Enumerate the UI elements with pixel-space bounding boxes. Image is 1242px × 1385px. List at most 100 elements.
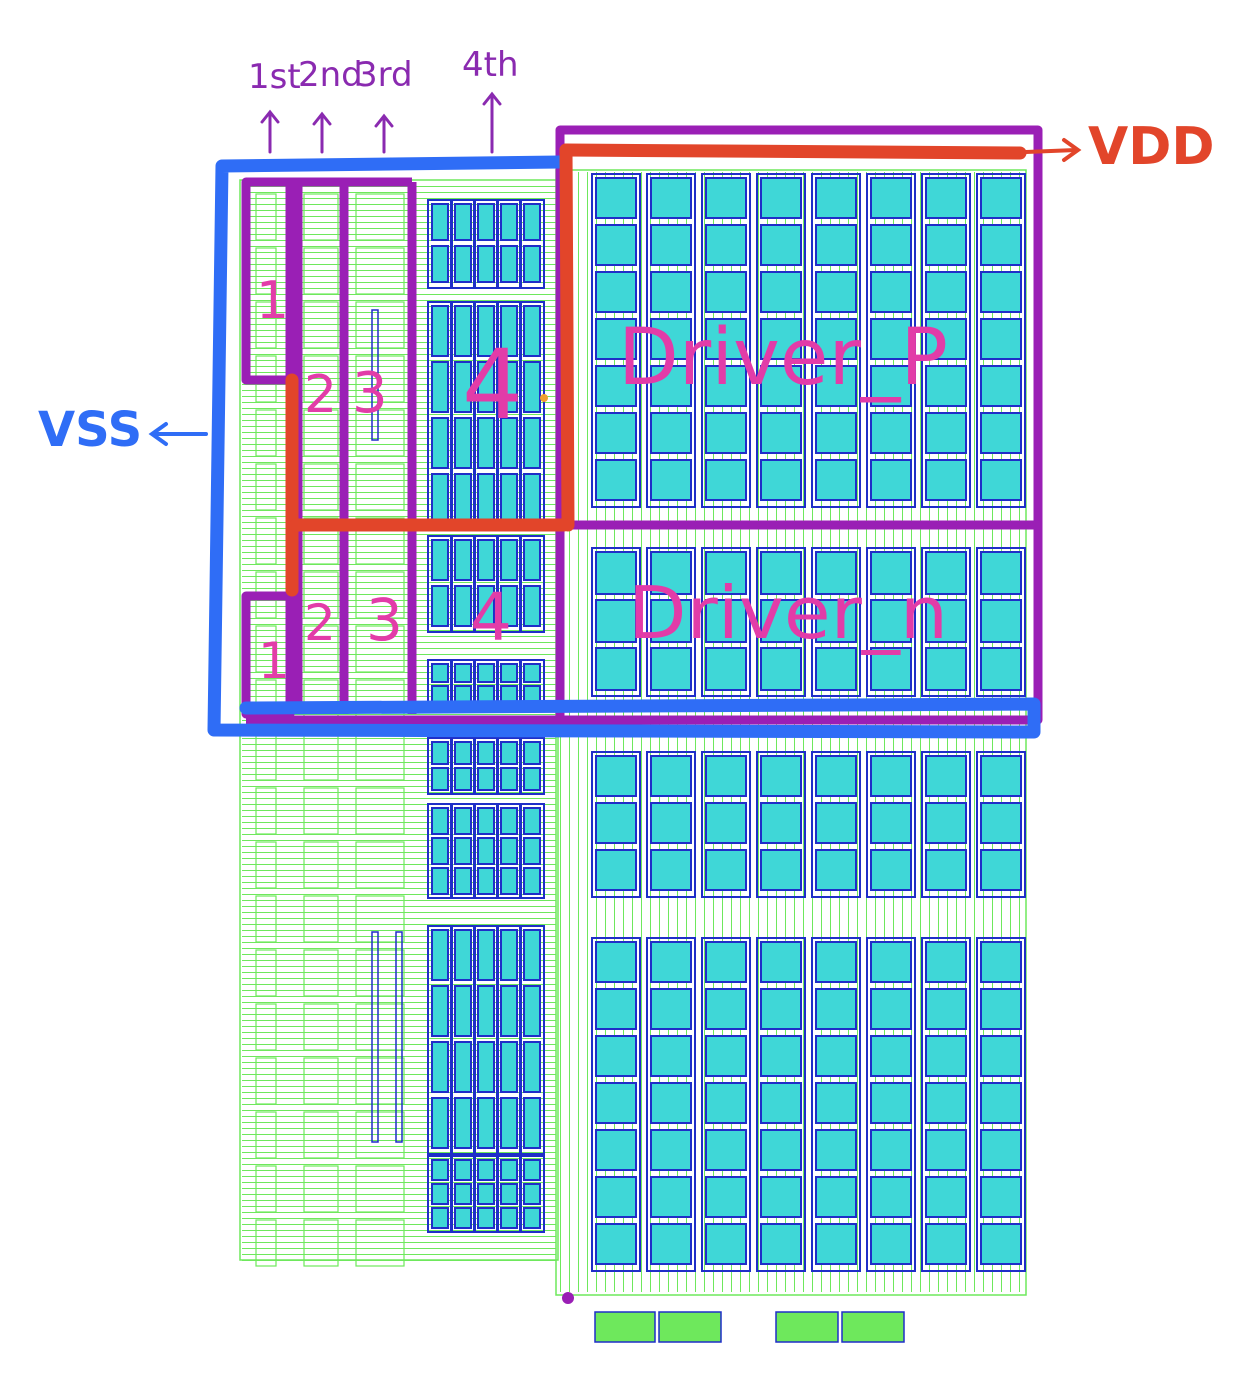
device-column	[519, 199, 545, 289]
device-cell	[595, 1223, 637, 1265]
device-cell	[815, 755, 857, 797]
device-cell	[431, 867, 449, 895]
device-cell	[431, 203, 449, 241]
device-cell	[870, 755, 912, 797]
stage-strip	[255, 841, 277, 889]
metal-line	[242, 288, 556, 289]
stage-strip	[255, 895, 277, 943]
device-cell	[815, 224, 857, 266]
device-cell	[454, 1207, 472, 1229]
metal-line	[242, 534, 556, 535]
metal-line	[242, 918, 556, 919]
metal-line	[242, 1038, 556, 1039]
stage-strip	[303, 1165, 339, 1213]
device-cell	[870, 988, 912, 1030]
device-cell	[925, 988, 967, 1030]
device-cell	[815, 802, 857, 844]
corner-dot	[562, 1292, 574, 1304]
device-cell	[454, 305, 472, 357]
stage-strip	[355, 1165, 405, 1213]
pad	[775, 1311, 839, 1343]
device-column	[646, 547, 696, 697]
device-cell	[523, 203, 541, 241]
device-column	[591, 547, 641, 697]
stage-strip	[355, 841, 405, 889]
metal-line	[242, 282, 556, 283]
device-cell	[454, 203, 472, 241]
stage-strip	[355, 301, 405, 349]
device-cell	[650, 1129, 692, 1171]
device-column	[646, 751, 696, 898]
device-column	[976, 547, 1026, 697]
device-cell	[815, 177, 857, 219]
device-cell	[595, 459, 637, 501]
device-column	[811, 173, 861, 508]
device-cell	[815, 941, 857, 983]
device-cell	[477, 663, 495, 683]
metal-line	[242, 972, 556, 973]
metal-line	[242, 210, 556, 211]
device-cell	[925, 849, 967, 891]
metal-line	[242, 204, 556, 205]
stage-strip	[303, 463, 339, 511]
metal-line	[242, 1206, 556, 1207]
stage-strip	[255, 1003, 277, 1051]
device-cell	[760, 599, 802, 643]
metal-line	[242, 990, 556, 991]
stage-strip	[355, 625, 405, 673]
stage-strip	[355, 787, 405, 835]
metal-line	[242, 1002, 556, 1003]
metal-line	[242, 390, 556, 391]
column-label-3rd: 3rd	[356, 55, 413, 95]
vss-arrow	[148, 422, 208, 446]
device-cell	[500, 741, 518, 765]
device-cell	[980, 271, 1022, 313]
device-cell	[870, 271, 912, 313]
device-cell	[925, 755, 967, 797]
column-label-2nd: 2nd	[298, 55, 363, 95]
device-cell	[925, 1035, 967, 1077]
device-cell	[523, 539, 541, 581]
metal-line	[242, 582, 556, 583]
stage-strip	[355, 895, 405, 943]
metal-line	[242, 1020, 556, 1021]
stage-strip	[255, 625, 277, 673]
metal-line	[242, 312, 556, 313]
device-cell	[650, 412, 692, 454]
device-cell	[760, 988, 802, 1030]
stage-strip	[303, 841, 339, 889]
device-cell	[815, 1223, 857, 1265]
device-cell	[500, 585, 518, 627]
metal-line	[242, 804, 556, 805]
device-cell	[870, 599, 912, 643]
device-cell	[870, 318, 912, 360]
pad	[658, 1311, 722, 1343]
device-cell	[815, 318, 857, 360]
stage-strip	[255, 1111, 277, 1159]
device-cell	[815, 599, 857, 643]
metal-line	[242, 948, 556, 949]
device-cell	[500, 663, 518, 683]
device-cell	[870, 647, 912, 691]
device-cell	[870, 1176, 912, 1218]
device-cell	[760, 459, 802, 501]
metal-line	[242, 384, 556, 385]
device-cell	[870, 551, 912, 595]
device-column	[866, 937, 916, 1272]
device-cell	[980, 755, 1022, 797]
device-cell	[477, 473, 495, 525]
device-cell	[500, 767, 518, 791]
device-cell	[454, 245, 472, 283]
metal-line	[242, 660, 556, 661]
metal-line	[242, 306, 556, 307]
device-cell	[431, 1207, 449, 1229]
device-cell	[454, 867, 472, 895]
device-cell	[980, 599, 1022, 643]
device-cell	[523, 929, 541, 981]
metal-line	[242, 624, 556, 625]
metal-line	[242, 1128, 556, 1129]
device-cell	[500, 203, 518, 241]
device-cell	[760, 224, 802, 266]
device-cell	[454, 539, 472, 581]
device-cell	[454, 837, 472, 865]
